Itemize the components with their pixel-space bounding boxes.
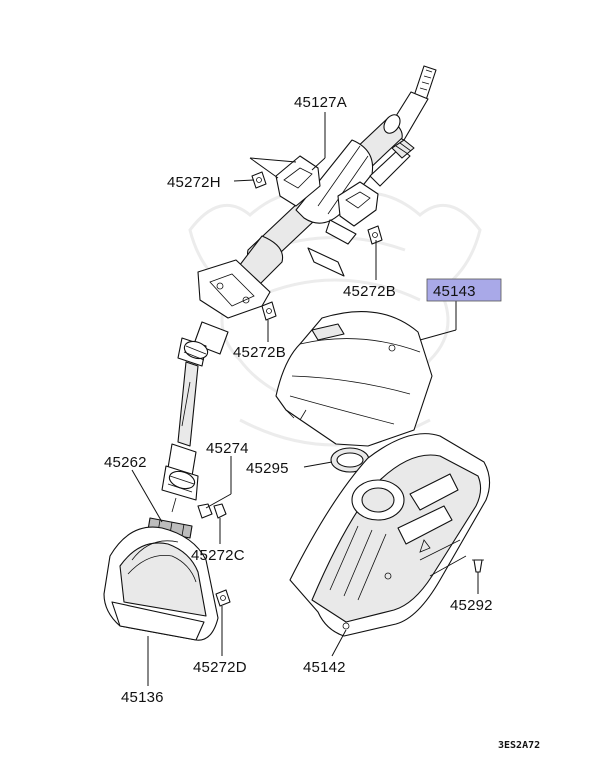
intermediate-shaft (161, 321, 229, 513)
callout-45292: 45292 (450, 597, 493, 614)
lower-column-cover (289, 433, 491, 637)
callout-45274: 45274 (206, 440, 249, 457)
column-boot-cover (103, 526, 219, 641)
bolts (197, 171, 484, 607)
upper-column-cover (275, 310, 433, 447)
diagram-code: 3ES2A72 (498, 740, 540, 751)
callout-45272B-lower: 45272B (233, 344, 286, 361)
callout-45272C: 45272C (191, 547, 245, 564)
steering-column-assembly (197, 65, 437, 319)
callout-45143: 45143 (433, 283, 476, 300)
callout-45142: 45142 (303, 659, 346, 676)
callout-45272D: 45272D (193, 659, 247, 676)
callout-45272B-upper: 45272B (343, 283, 396, 300)
callout-45272H: 45272H (167, 174, 221, 191)
callout-45295: 45295 (246, 460, 289, 477)
callout-labels: 45127A 45272H 45272B 45143 45272B 45262 … (104, 94, 540, 751)
callout-45143-highlight (426, 278, 502, 302)
callout-45127A: 45127A (294, 94, 347, 111)
leader-lines (131, 112, 479, 686)
callout-45136: 45136 (121, 689, 164, 706)
callout-45262: 45262 (104, 454, 147, 471)
